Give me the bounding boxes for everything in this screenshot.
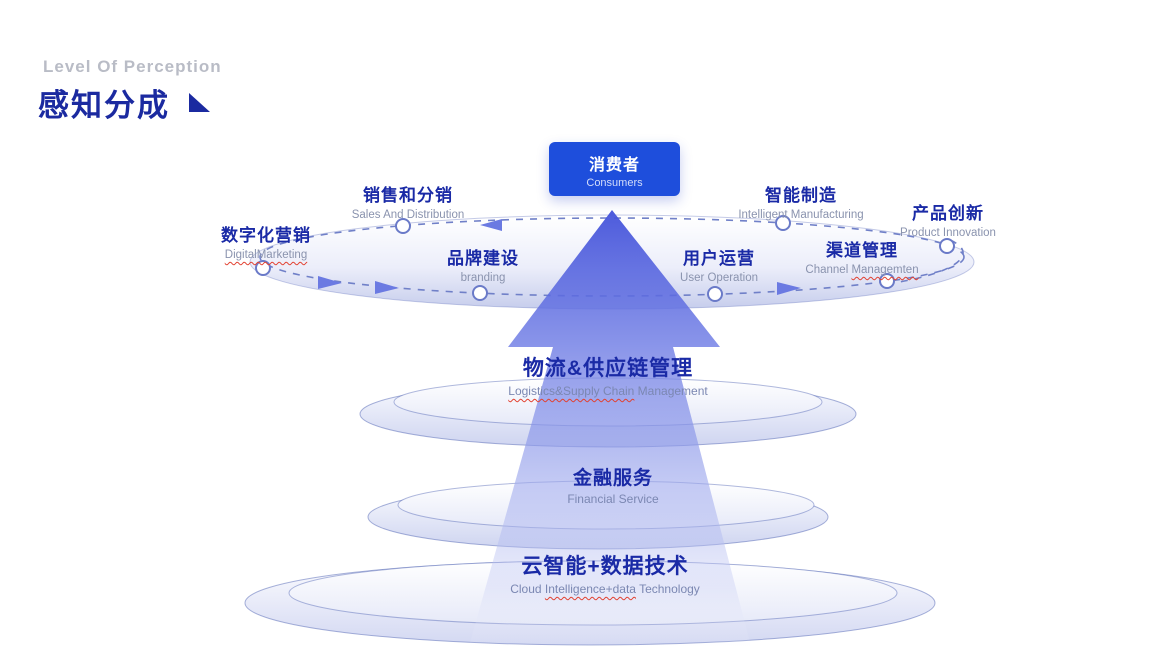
ring-label-en: DigitalMarketing xyxy=(224,249,308,261)
ring-flow-arrowheads xyxy=(318,219,801,295)
ring-label-sales-and-distribution: 销售和分销 Sales And Distribution xyxy=(352,181,465,221)
ring-label-zh: 用户运营 xyxy=(682,249,755,268)
ring-label-intelligent-manufacturing: 智能制造 Intelligent Manufacturing xyxy=(738,181,863,221)
layer-label-zh: 物流&供应链管理 xyxy=(522,357,694,380)
ring-label-en: Sales And Distribution xyxy=(351,209,465,221)
ring-label-en: User Operation xyxy=(680,272,758,284)
ring-node-circles xyxy=(255,215,955,302)
ring-dashed-loop xyxy=(892,239,964,284)
layer-label-en: Cloud Intelligence+data Technology xyxy=(510,582,700,596)
consumer-box: 消费者 Consumers xyxy=(549,142,680,196)
layer-label-zh: 云智能+数据技术 xyxy=(521,555,689,578)
ring-dashed-path xyxy=(259,217,965,297)
ring-label-zh: 数字化营销 xyxy=(221,226,311,245)
consumer-box-en: Consumers xyxy=(586,177,643,189)
ring-label-zh: 渠道管理 xyxy=(825,241,898,260)
ring-label-product-innovation: 产品创新 Product Innovation xyxy=(900,199,996,239)
ring-label-zh: 品牌建设 xyxy=(447,249,519,268)
ring-label-en: Product Innovation xyxy=(900,227,996,239)
ring-label-zh: 产品创新 xyxy=(912,204,984,223)
ring-label-branding: 品牌建设 branding xyxy=(447,244,519,284)
page-title: 感知分成 xyxy=(38,88,170,123)
ring-label-user-operation: 用户运营 User Operation xyxy=(680,244,758,284)
layer-label-en: Logistics&Supply Chain Management xyxy=(508,384,708,398)
ring-label-en: branding xyxy=(460,272,506,284)
ring-label-zh: 智能制造 xyxy=(765,186,837,205)
layer-label-cloud: 云智能+数据技术 Cloud Intelligence+data Technol… xyxy=(510,550,700,596)
consumer-box-zh: 消费者 xyxy=(588,157,640,174)
eyebrow-text: Level Of Perception xyxy=(43,57,222,76)
ring-label-zh: 销售和分销 xyxy=(362,186,453,205)
ring-label-en: Intelligent Manufacturing xyxy=(738,209,864,221)
layer-label-zh: 金融服务 xyxy=(572,468,653,489)
ring-label-en: Channel Managemten xyxy=(805,264,919,276)
layer-label-en: Financial Service xyxy=(567,492,659,506)
beam-arrow xyxy=(468,210,752,650)
layer-label-logistics: 物流&供应链管理 Logistics&Supply Chain Manageme… xyxy=(508,352,707,398)
ring-label-digital-marketing: 数字化营销 DigitalMarketing xyxy=(221,221,311,261)
layer-label-financial: 金融服务 Financial Service xyxy=(567,463,658,506)
ring-label-channel-management: 渠道管理 Channel Managemten xyxy=(805,236,918,276)
